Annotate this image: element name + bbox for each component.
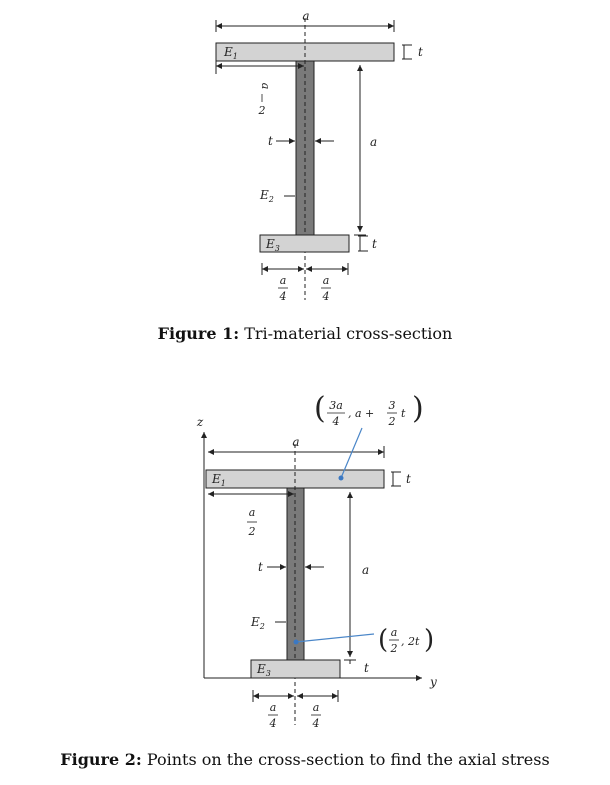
figure-2-caption: Figure 2: Points on the cross-section to… [0, 750, 610, 769]
svg-text:): ) [424, 625, 434, 655]
svg-text:4: 4 [279, 290, 287, 303]
label-e2: E2 [259, 188, 274, 204]
svg-text:E3: E3 [256, 662, 271, 678]
svg-text:2: 2 [258, 104, 266, 117]
svg-text:2: 2 [390, 642, 398, 655]
point1-marker [338, 475, 344, 481]
bottom-flange [259, 234, 350, 253]
svg-text:): ) [412, 391, 424, 426]
figure-2-caption-text: Points on the cross-section to find the … [146, 750, 550, 769]
label-half-a: a [259, 83, 272, 90]
bottom-flange-2 [250, 659, 341, 679]
figure-1-caption-text: Tri-material cross-section [244, 324, 453, 343]
top-flange [215, 42, 395, 62]
figure-1-caption: Figure 1: Tri-material cross-section [0, 324, 610, 343]
svg-text:2: 2 [248, 525, 256, 538]
point1-label: ( 3a 4 , a + 3 2 t ) [314, 391, 424, 428]
label-flange-thickness-bottom: t [372, 237, 377, 251]
svg-text:4: 4 [322, 290, 330, 303]
svg-text:E1: E1 [211, 472, 226, 488]
svg-text:(: ( [314, 391, 326, 426]
svg-text:3a: 3a [329, 399, 343, 412]
figure-1: a E1 t a 2 t a E2 E3 [215, 9, 423, 303]
svg-text:3: 3 [389, 399, 396, 412]
svg-text:a: a [362, 563, 369, 577]
point2-label: ( a 2 , 2t ) [378, 625, 434, 655]
svg-text:E2: E2 [250, 615, 265, 631]
svg-text:(: ( [378, 625, 388, 655]
label-z-axis: z [196, 415, 204, 429]
svg-text:a: a [391, 626, 398, 639]
svg-text:, 2t: , 2t [401, 635, 420, 648]
label-width-a: a [302, 9, 309, 23]
svg-text:, a +: , a + [348, 407, 374, 420]
label-e3: E3 [265, 237, 280, 253]
svg-text:a: a [280, 274, 287, 287]
point2-marker [293, 639, 299, 645]
svg-text:4: 4 [269, 717, 277, 730]
label-flange-thickness-top: t [418, 45, 423, 59]
label-web-height: a [370, 135, 377, 149]
svg-text:4: 4 [332, 415, 340, 428]
point2-leader [295, 633, 375, 643]
svg-text:t: t [364, 661, 369, 675]
svg-text:a: a [270, 701, 277, 714]
svg-text:t: t [406, 472, 411, 486]
svg-text:2: 2 [388, 415, 396, 428]
svg-text:t: t [401, 407, 406, 420]
svg-text:a: a [313, 701, 320, 714]
svg-text:t: t [258, 560, 263, 574]
svg-text:a: a [249, 506, 256, 519]
point1-leader [340, 427, 363, 479]
svg-text:4: 4 [312, 717, 320, 730]
svg-text:a: a [323, 274, 330, 287]
svg-text:a: a [292, 435, 299, 449]
figure-1-caption-label: Figure 1: [157, 324, 240, 343]
figure-2: z y a E1 t a 2 t a E2 [196, 391, 437, 730]
figure-2-caption-label: Figure 2: [60, 750, 142, 769]
label-y-axis: y [429, 675, 437, 689]
label-e1: E1 [223, 45, 238, 61]
label-web-thickness: t [268, 134, 273, 148]
